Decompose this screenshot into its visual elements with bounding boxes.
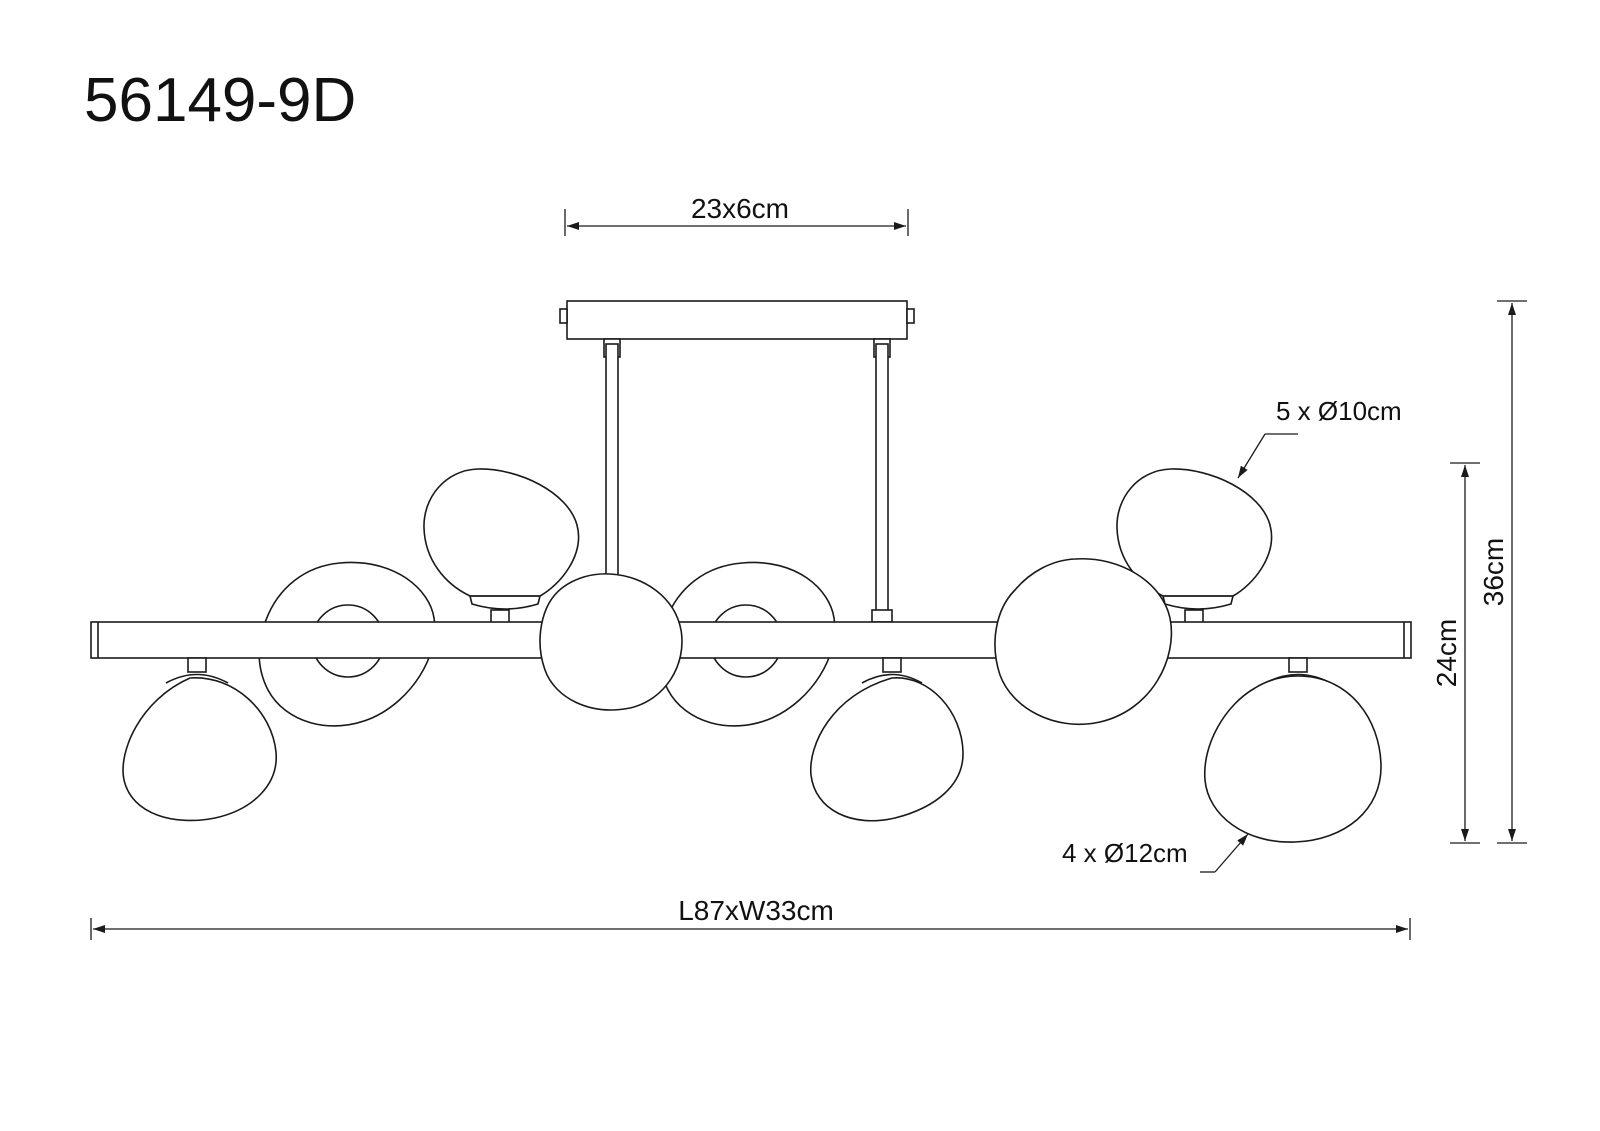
- lower-shade-1: [122, 657, 277, 822]
- length-dimension: L87xW33cm: [90, 895, 1411, 940]
- total-height-dimension: 36cm: [1478, 300, 1527, 844]
- large-shades-label: 4 x Ø12cm: [1062, 838, 1188, 868]
- body-height-dimension: 24cm: [1431, 462, 1480, 844]
- canopy-size-label: 23x6cm: [691, 193, 789, 224]
- small-shades-label: 5 x Ø10cm: [1276, 396, 1402, 426]
- canopy-dimension: 23x6cm: [564, 193, 909, 236]
- front-shade-1: [539, 573, 683, 711]
- total-height-label: 36cm: [1478, 538, 1509, 606]
- upper-shade-2: [1116, 468, 1273, 627]
- ceiling-canopy: [559, 300, 915, 340]
- front-shade-2: [994, 558, 1173, 726]
- suspension-rods: [603, 338, 893, 623]
- horizontal-bar: [90, 621, 1412, 659]
- lower-shade-2: [809, 657, 964, 822]
- lower-shade-3: [1204, 657, 1382, 843]
- length-width-label: L87xW33cm: [678, 895, 834, 926]
- large-shade-callout: 4 x Ø12cm: [1062, 833, 1249, 873]
- small-shade-callout: 5 x Ø10cm: [1237, 396, 1402, 479]
- body-height-label: 24cm: [1431, 619, 1462, 687]
- model-code: 56149-9D: [84, 66, 357, 135]
